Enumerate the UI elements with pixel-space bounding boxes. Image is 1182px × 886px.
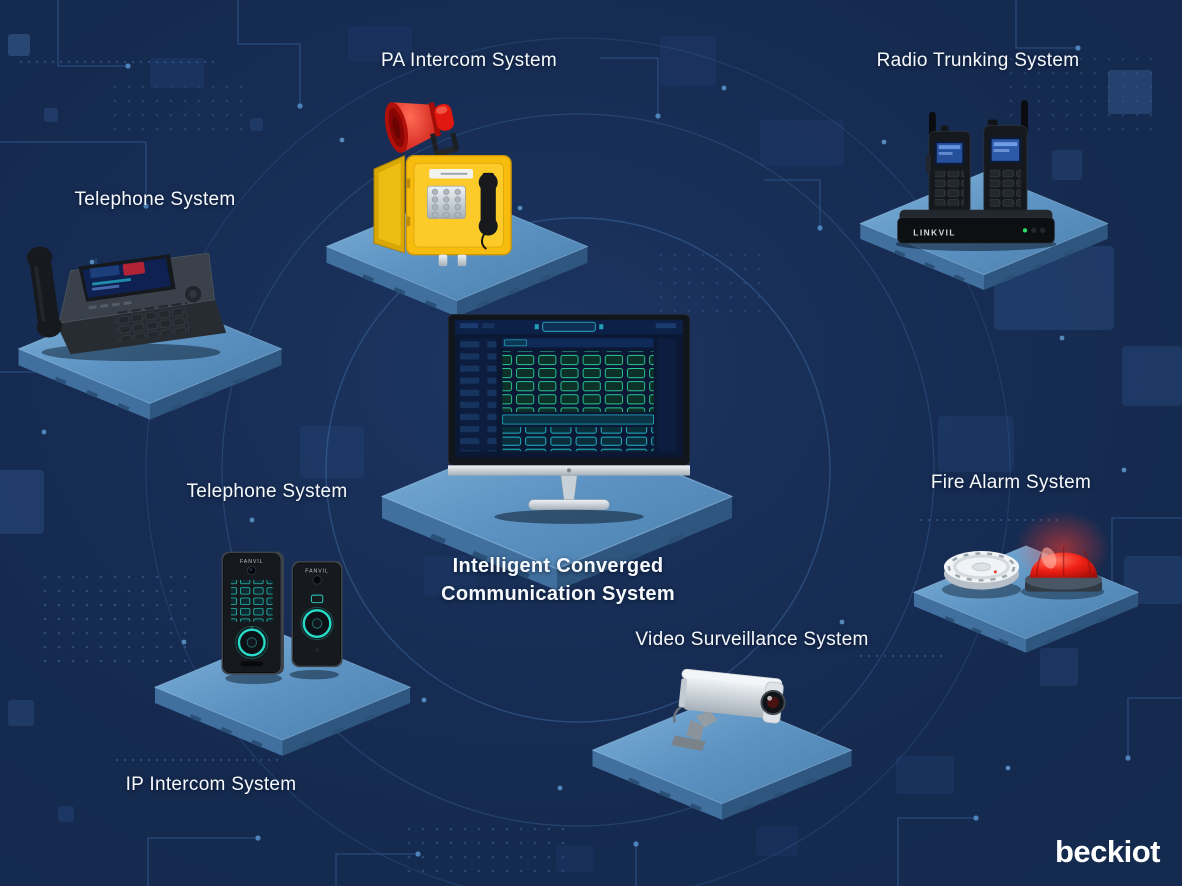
- platform-pins: [894, 249, 1074, 282]
- dashboard-lower-grid: [502, 427, 654, 452]
- orbit-circles: [145, 37, 1011, 886]
- card-reader-icon: [310, 594, 324, 604]
- label-telephone-system-mid: Telephone System: [186, 481, 348, 502]
- radio-left: [926, 111, 971, 215]
- phone-screen: [78, 254, 176, 302]
- smoke-detector: [941, 551, 1022, 599]
- intercom-speaker: [240, 661, 264, 667]
- intercom-brand: FANVIL: [305, 568, 329, 574]
- desk-ip-phone: [26, 246, 227, 362]
- monitor-stand: [560, 475, 578, 500]
- beckiot-logo: beckiot: [1054, 834, 1161, 869]
- monitor-base: [528, 499, 610, 510]
- label-telephone-system-left: Telephone System: [74, 189, 236, 210]
- status-led: [1022, 228, 1028, 233]
- radio-right: [983, 100, 1028, 215]
- alarm-beacon: [1021, 546, 1105, 600]
- control-monitor: [448, 314, 690, 524]
- platform-pins: [627, 777, 817, 812]
- platform-pins: [362, 274, 552, 309]
- radio-base-brand: LINKVIL: [913, 227, 956, 237]
- cable-gland: [457, 254, 467, 267]
- label-pa-intercom-system: PA Intercom System: [380, 50, 558, 71]
- intercom-brand: FANVIL: [240, 559, 264, 565]
- platform-pins: [429, 533, 685, 580]
- circuit-squares: [0, 26, 1182, 872]
- fire-alarm-devices: [941, 510, 1111, 600]
- platform-video-surveillance: [591, 695, 853, 820]
- glow-dots: [41, 85, 1127, 791]
- platform-fire-alarm: [912, 545, 1140, 653]
- radio-keypad: [934, 170, 965, 206]
- dashboard-extension-grid: [502, 351, 654, 412]
- megaphone-handle: [430, 132, 459, 157]
- dashed-traces: [20, 61, 1058, 761]
- phone-keypad: [113, 302, 192, 342]
- platform-pins: [189, 714, 376, 748]
- intercom-left-panel: FANVIL: [221, 551, 284, 675]
- pa-weatherproof-callbox: [373, 154, 512, 267]
- label-fire-alarm-system: Fire Alarm System: [930, 472, 1092, 493]
- label-center-system: Intelligent Converged Communication Syst…: [441, 552, 675, 608]
- platform-ip-intercom: [153, 633, 412, 756]
- intercom-right-panel: FANVIL: [291, 561, 343, 668]
- door-intercom-panels: FANVIL FANVIL: [221, 551, 343, 685]
- phone-handset: [26, 246, 62, 338]
- center-label-line1: Intelligent Converged: [452, 555, 664, 577]
- camera-body: [672, 668, 786, 724]
- intercom-keypad: [230, 579, 273, 622]
- cctv-camera: [671, 668, 786, 751]
- radio-walkie-talkies: LINKVIL: [895, 100, 1057, 251]
- callbox-handset: [478, 172, 498, 250]
- label-ip-intercom-system: IP Intercom System: [125, 774, 297, 795]
- platform-pins: [54, 376, 246, 412]
- radio-keypad: [989, 168, 1022, 208]
- camera-bracket: [671, 710, 718, 751]
- label-radio-trunking-system: Radio Trunking System: [876, 50, 1080, 71]
- detector-led: [993, 570, 997, 574]
- platform-pins: [944, 616, 1108, 646]
- cable-gland: [438, 254, 448, 267]
- label-video-surveillance-system: Video Surveillance System: [635, 629, 869, 650]
- intercom-camera: [312, 575, 322, 585]
- radio-base-station: LINKVIL: [897, 209, 1055, 244]
- platform-center-system: [380, 423, 734, 591]
- dashboard-title-bar: [542, 321, 596, 332]
- center-label-line2: Communication System: [441, 583, 675, 605]
- pa-megaphone: [384, 102, 459, 157]
